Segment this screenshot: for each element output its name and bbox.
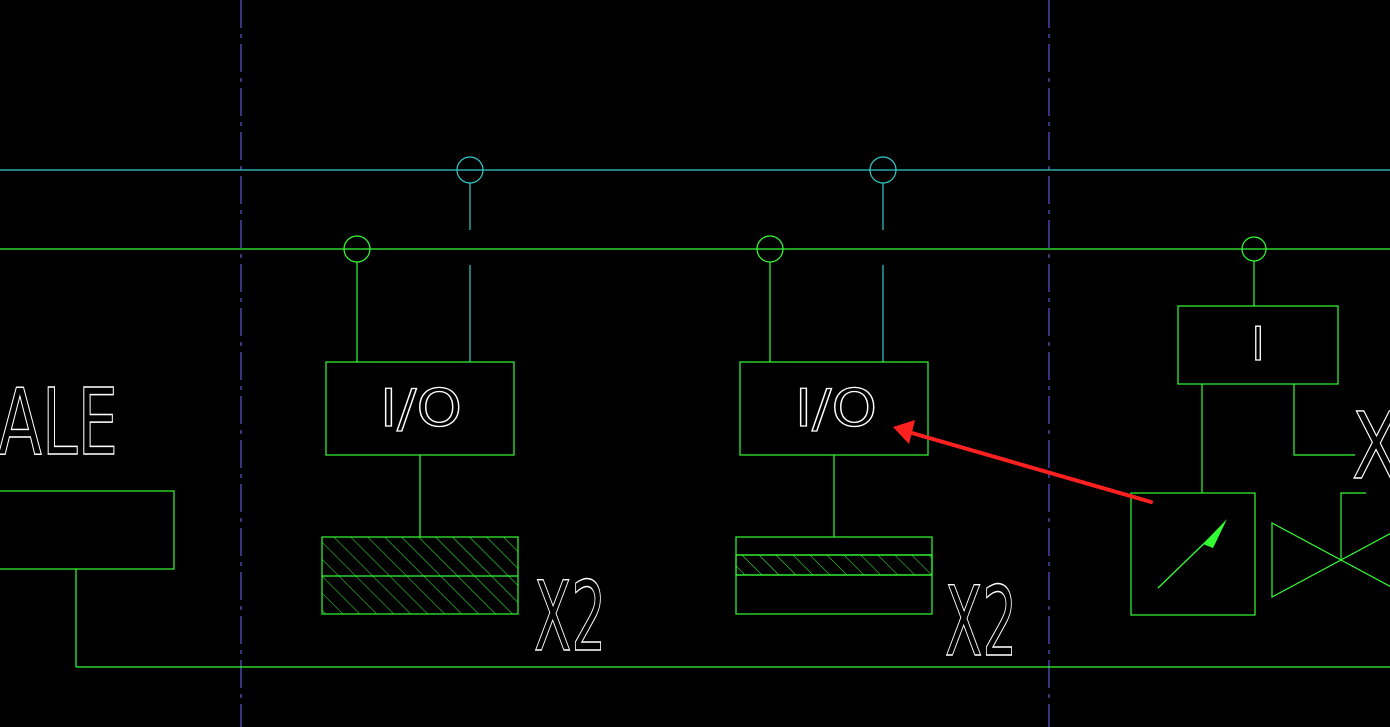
- left-partial-block: [0, 490, 1390, 668]
- gauge-box: [1130, 492, 1256, 616]
- valve-icon: [1271, 521, 1390, 599]
- io-block-1: [321, 361, 519, 615]
- multiplier-1-label: X2: [534, 561, 606, 673]
- cyan-connectors: [456, 156, 897, 362]
- right-partial-label: X: [1352, 393, 1390, 500]
- io-1-label: I/O: [380, 379, 462, 439]
- gauge-needle-icon: [1157, 519, 1227, 589]
- right-top-box: [1177, 305, 1339, 385]
- right-box-label: I: [1251, 317, 1265, 371]
- arrow-annotation-icon: [893, 420, 1153, 504]
- right-block: [1130, 305, 1366, 616]
- multiplier-2-label: X2: [945, 566, 1017, 678]
- left-partial-label: ALE: [0, 369, 118, 476]
- io-2-label: I/O: [795, 379, 877, 439]
- left-box: [0, 490, 175, 570]
- right-box-right-leg: [1293, 384, 1355, 456]
- module-2-hatched-band: [735, 554, 933, 576]
- green-connectors: [343, 235, 1267, 362]
- io-block-2: [735, 361, 933, 615]
- valve-connector: [1340, 492, 1366, 560]
- grid-lines: [240, 0, 1050, 727]
